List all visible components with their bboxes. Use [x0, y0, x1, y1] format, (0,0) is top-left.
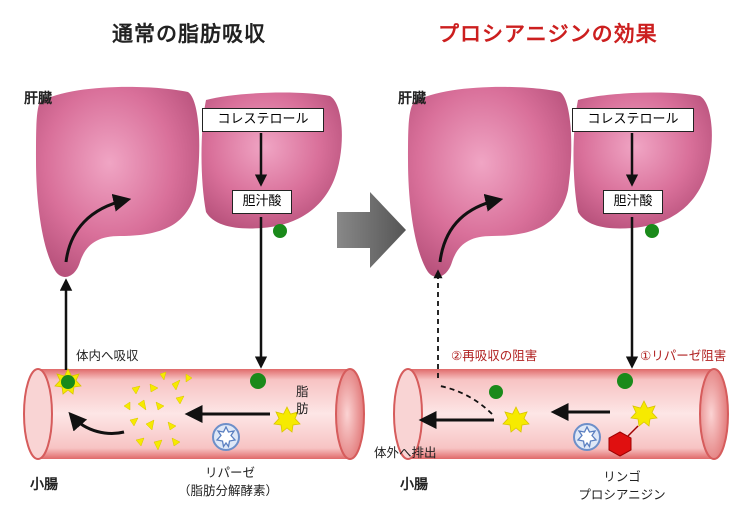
intestine-cap-right-right [699, 368, 729, 460]
label-excretion: 体外へ排出 [374, 445, 437, 460]
process-arrow-icon [337, 192, 406, 268]
label-liver-right: 肝臓 [398, 91, 426, 107]
bile-acid-icon [645, 224, 659, 238]
intestine-cap-left-left [23, 368, 53, 460]
label-fat-line1: 脂 [296, 384, 309, 399]
label-reabsorb-block: ②再吸収の阻害 [451, 348, 538, 363]
title-normal: 通常の脂肪吸収 [112, 22, 266, 46]
liver-left-lobe-left [36, 86, 200, 277]
label-apple-line1: リンゴ [603, 469, 641, 484]
label-lipase-line1: リパーゼ [204, 465, 255, 480]
cholesterol-box-right: コレステロール [572, 108, 694, 132]
bile-acid-box-right: 胆汁酸 [603, 190, 663, 214]
label-lipase-block: ①リパーゼ阻害 [640, 348, 727, 363]
arrow-curve-liver-left [64, 193, 132, 263]
title-procyanidin: プロシアニジンの効果 [438, 22, 658, 46]
bile-acid-icon [61, 375, 75, 389]
fat-fragments-icon [123, 371, 193, 451]
lipase-icon [212, 423, 240, 451]
procyanidin-link [627, 425, 639, 437]
cholesterol-box-left: コレステロール [202, 108, 324, 132]
arrow-excrete-curve-right [439, 385, 493, 415]
bile-acid-icon [617, 373, 633, 389]
liver-left-lobe-right [408, 86, 572, 277]
label-absorb-in: 体内へ吸収 [76, 348, 139, 363]
intestine-cap-right-left [335, 368, 365, 460]
bile-acid-icon [250, 373, 266, 389]
right-panel [393, 86, 729, 460]
bile-acid-icon [489, 385, 503, 399]
label-apple-line2: プロシアニジン [578, 487, 666, 502]
label-lipase-line2: （脂肪分解酵素） [177, 483, 278, 498]
bile-acid-box-left: 胆汁酸 [232, 190, 292, 214]
procyanidin-icon [608, 431, 632, 457]
intestine-body-right [408, 369, 714, 459]
left-panel [23, 86, 365, 460]
bile-acid-icon [273, 224, 287, 238]
label-intestine-left: 小腸 [30, 477, 58, 493]
arrow-curve-absorb-left [68, 411, 125, 435]
label-liver-left: 肝臓 [24, 91, 52, 107]
label-fat-line2: 肪 [296, 401, 309, 416]
label-intestine-right: 小腸 [400, 477, 428, 493]
arrow-curve-liver-right [438, 193, 504, 263]
lipase-icon [573, 423, 601, 451]
